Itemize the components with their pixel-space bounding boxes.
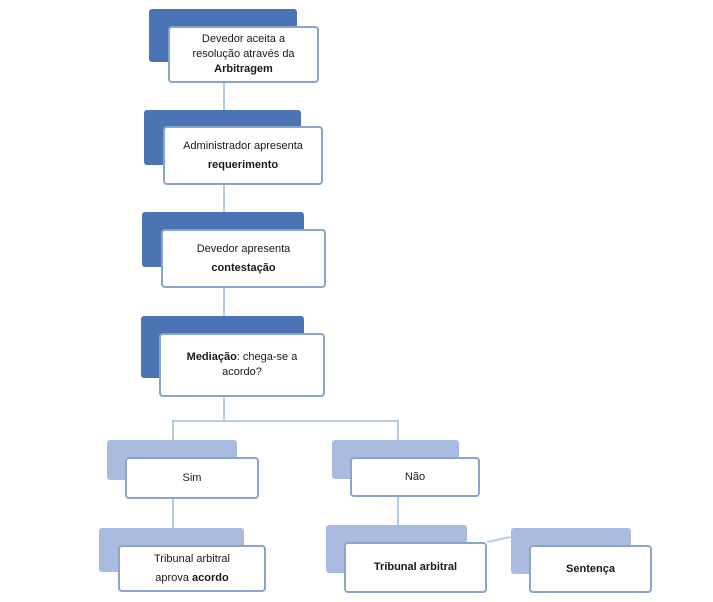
node-contestacao-line1: Devedor apresenta bbox=[196, 242, 291, 255]
node-mediacao: Mediação: chega-se a acordo? bbox=[159, 333, 325, 397]
connector-1-2 bbox=[223, 82, 225, 112]
node-requerimento-bold: requerimento bbox=[207, 158, 279, 171]
connector-2-3 bbox=[223, 185, 225, 212]
connector-branch-horizontal bbox=[172, 420, 399, 422]
node-requerimento: Administrador apresenta requerimento bbox=[163, 126, 323, 185]
node-sim: Sim bbox=[125, 457, 259, 499]
node-mediacao-line2: acordo? bbox=[222, 366, 262, 378]
connector-nao-tribunal bbox=[397, 497, 399, 525]
node-contestacao: Devedor apresenta contestação bbox=[161, 229, 326, 288]
node-tribunal-arbitral-bold: Tribunal arbitral bbox=[373, 561, 458, 573]
node-nao: Não bbox=[350, 457, 480, 497]
node-contestacao-bold: contestação bbox=[211, 261, 276, 274]
node-tribunal-acordo-line1: Tribunal arbitral bbox=[153, 552, 230, 565]
node-nao-label: Não bbox=[404, 470, 426, 483]
node-tribunal-acordo-plain: aprova bbox=[155, 571, 192, 584]
node-arbitragem: Devedor aceita a resolução através da Ar… bbox=[168, 26, 319, 83]
node-sentenca: Sentença bbox=[529, 545, 652, 593]
node-mediacao-rest: : chega-se a bbox=[236, 351, 298, 363]
connector-4-branch bbox=[223, 397, 225, 421]
connector-3-4 bbox=[223, 288, 225, 316]
connector-sim-tribunal bbox=[172, 499, 174, 528]
node-sentenca-bold: Sentença bbox=[566, 562, 615, 575]
connector-branch-sim bbox=[172, 420, 174, 440]
node-arbitragem-line1: Devedor aceita a bbox=[201, 33, 286, 45]
node-sim-label: Sim bbox=[182, 471, 202, 484]
node-mediacao-line1: Mediação: chega-se a bbox=[187, 350, 298, 365]
node-tribunal-acordo-line2: aprova acordo bbox=[155, 571, 228, 586]
node-mediacao-bold: Mediação bbox=[186, 351, 237, 363]
connector-tribunal-sentenca bbox=[486, 536, 511, 543]
node-tribunal-acordo-bold: acordo bbox=[192, 571, 229, 584]
connector-branch-nao bbox=[397, 420, 399, 440]
node-tribunal-acordo: Tribunal arbitral aprova acordo bbox=[118, 545, 266, 592]
node-requerimento-line1: Administrador apresenta bbox=[183, 139, 303, 152]
node-tribunal-arbitral: Tribunal arbitral bbox=[344, 542, 487, 593]
node-arbitragem-line2: resolução através da bbox=[192, 48, 295, 60]
node-arbitragem-bold: Arbitragem bbox=[214, 63, 273, 75]
